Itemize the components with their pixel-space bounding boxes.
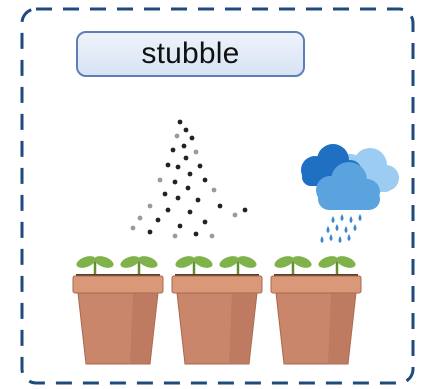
seed: [185, 185, 191, 191]
raindrop: [344, 226, 348, 233]
seed: [175, 164, 181, 170]
seed: [147, 229, 153, 235]
raindrops: [320, 214, 362, 243]
seed: [155, 217, 161, 223]
leaf: [76, 256, 96, 268]
raindrop: [329, 234, 333, 241]
seed: [170, 147, 176, 153]
seed: [181, 143, 187, 149]
leaf: [120, 256, 140, 268]
seed: [187, 171, 193, 177]
leaf: [237, 256, 257, 268]
leaf: [292, 256, 312, 268]
seed: [209, 233, 215, 239]
leaf: [274, 256, 294, 268]
raindrop: [338, 236, 342, 243]
raindrop: [326, 226, 330, 233]
seed: [187, 209, 193, 215]
seed: [175, 195, 181, 201]
leaf: [175, 256, 195, 268]
seed: [130, 225, 136, 231]
raindrop: [331, 216, 335, 223]
seed: [172, 179, 178, 185]
seed: [147, 203, 153, 209]
pot-rim: [72, 275, 164, 294]
panel-label: stubble: [141, 37, 240, 70]
seed: [183, 155, 189, 161]
raindrop: [340, 214, 344, 221]
falling-seeds-icon: [130, 119, 248, 239]
pot-shade: [328, 293, 356, 364]
seed: [217, 203, 223, 209]
raindrop: [335, 224, 339, 231]
raindrop: [349, 216, 353, 223]
seed: [165, 207, 171, 213]
seedling-pot-icon: [270, 256, 362, 365]
seed: [202, 177, 208, 183]
seed: [193, 231, 199, 237]
seedling-pot-icon: [171, 256, 263, 365]
seed: [242, 207, 248, 213]
seed: [195, 197, 201, 203]
leaf: [318, 256, 338, 268]
raindrop: [347, 234, 351, 241]
leaf: [193, 256, 213, 268]
seed: [193, 149, 199, 155]
seed: [172, 233, 178, 239]
seed: [202, 219, 208, 225]
raindrop: [358, 214, 362, 221]
seed: [177, 119, 183, 125]
pot-shade: [130, 293, 158, 364]
label-box: stubble: [76, 31, 305, 77]
seed: [183, 127, 189, 133]
seed: [211, 187, 217, 193]
leaf: [138, 256, 158, 268]
leaf: [94, 256, 114, 268]
pot-rim: [171, 275, 263, 294]
raindrop: [320, 236, 324, 243]
seed: [162, 191, 168, 197]
seedling-pot-icon: [72, 256, 164, 365]
seed: [177, 223, 183, 229]
leaf: [336, 256, 356, 268]
raindrop: [353, 224, 357, 231]
pot-shade: [229, 293, 257, 364]
rain-cloud-icon: [301, 144, 399, 243]
pot-rim: [270, 275, 362, 294]
cloud-front: [316, 162, 380, 210]
leaf: [219, 256, 239, 268]
dashed-frame: [20, 7, 415, 385]
seed: [197, 163, 203, 169]
seed: [157, 177, 163, 183]
seedling-pots: [72, 256, 362, 365]
seed: [174, 133, 180, 139]
seed: [189, 135, 195, 141]
seed: [232, 212, 238, 218]
seed: [165, 162, 171, 168]
seed: [137, 215, 143, 221]
